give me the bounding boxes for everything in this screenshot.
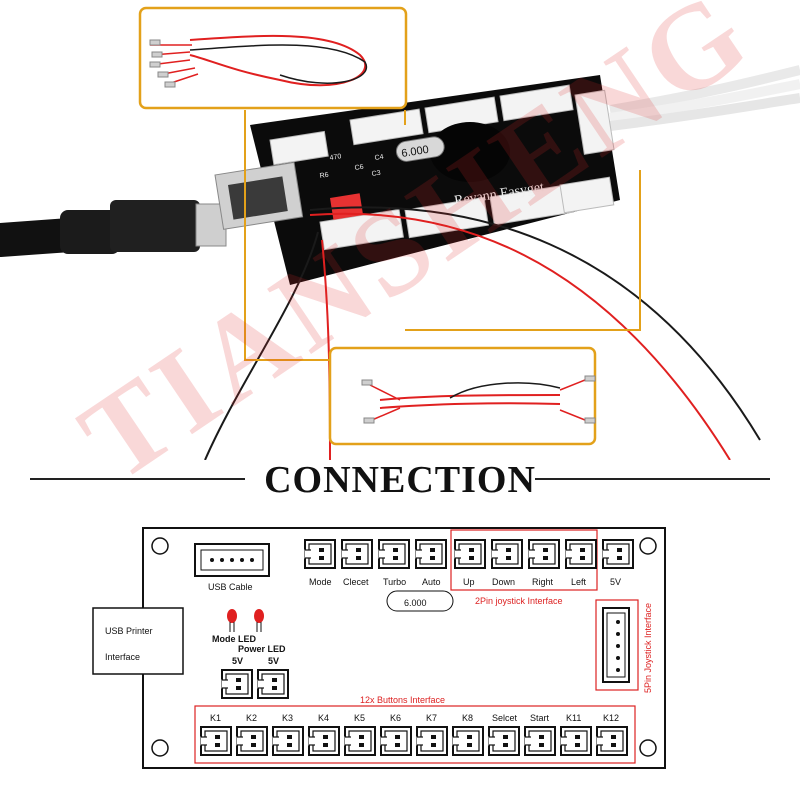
joystick-2pin-interface: Up Down Right Left 2Pin joystick Interfa… [450,529,598,606]
five-v-connector [602,539,634,569]
connector-label-left: Left [571,577,587,587]
wire-harness-callout-top [138,6,408,110]
connector-label-clecet: Clecet [343,577,369,587]
led-power-connectors: 5V 5V [221,656,289,699]
white-usb-cable [609,65,800,131]
mode-led-icon [227,609,237,623]
button-label-k4: K4 [318,713,329,723]
usb-cable-label: USB Cable [208,582,253,592]
connection-header: CONNECTION [30,458,770,501]
mounting-holes [151,537,657,757]
component-label-r6: R6 [319,172,329,180]
connector-label-mode: Mode [309,577,332,587]
led-indicators: Mode LED Power LED [212,609,286,654]
led-5v-label-1: 5V [232,656,243,666]
connector-label-auto: Auto [422,577,441,587]
connector-label-turbo: Turbo [383,577,406,587]
section-title: CONNECTION [264,459,536,501]
usb-printer-label-line2: Interface [105,652,140,662]
joystick-5pin-interface: 5Pin Joystick Interface [595,599,653,693]
mode-led-label: Mode LED [212,634,256,644]
power-led-label: Power LED [238,644,286,654]
led-5v-label-2: 5V [268,656,279,666]
usb-printer-interface: USB Printer Interface [92,607,184,675]
connector-label-down: Down [492,577,515,587]
crystal-label: 6.000 [401,144,430,160]
component-label-c4: C4 [374,154,384,162]
button-label-k11: K11 [566,713,581,723]
connector-label-up: Up [463,577,475,587]
connection-diagram: USB Cable USB Printer Interface Mode Cle… [92,527,666,769]
component-label-470: 470 [329,153,342,162]
button-label-start: Start [530,713,550,723]
button-label-selcet: Selcet [492,713,518,723]
buttons-12x-interface: 12x Buttons Interface K1 K2 K3 K4 K5 K6 … [194,695,636,764]
button-label-k2: K2 [246,713,257,723]
button-label-k3: K3 [282,713,293,723]
usb-printer-label-line1: USB Printer [105,626,153,636]
wire-harness-callout-bottom [328,346,597,446]
product-photo: 6.000 Revann Easyget R6 470 C6 C3 C4 [0,6,800,460]
button-label-k1: K1 [210,713,221,723]
power-led-icon [254,609,264,623]
button-label-k12: K12 [603,713,619,723]
component-label-c6: C6 [354,164,364,172]
crystal-oscillator: 6.000 [386,590,454,612]
crystal-diagram-label: 6.000 [404,598,427,608]
function-connectors: Mode Clecet Turbo Auto [304,539,447,587]
five-v-label: 5V [610,577,621,587]
button-label-k8: K8 [462,713,473,723]
component-label-c3: C3 [371,170,381,178]
joystick-2pin-label: 2Pin joystick Interface [475,596,563,606]
joystick-5pin-label: 5Pin Joystick Interface [643,603,653,693]
button-label-k5: K5 [354,713,365,723]
buttons-interface-label: 12x Buttons Interface [360,695,445,705]
connector-label-right: Right [532,577,554,587]
button-label-k6: K6 [390,713,401,723]
usb-cable-connector: USB Cable [194,543,270,592]
black-usb-cable [0,200,227,257]
button-label-k7: K7 [426,713,437,723]
